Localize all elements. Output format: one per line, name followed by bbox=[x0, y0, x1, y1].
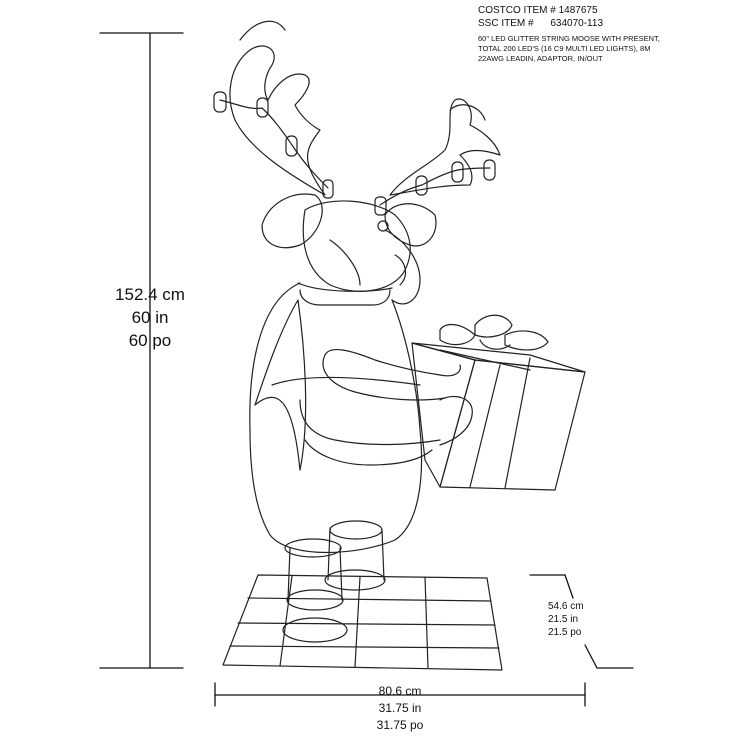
description-line: 60" LED GLITTER STRING MOOSE WITH PRESEN… bbox=[478, 34, 660, 43]
width-french: 31.75 po bbox=[376, 718, 424, 732]
width-label: 80.6 cm 31.75 in 31.75 po bbox=[340, 683, 460, 734]
depth-metric: 54.6 cm bbox=[548, 601, 584, 612]
ssc-item-label: SSC ITEM # bbox=[478, 18, 534, 29]
depth-dimension-line bbox=[529, 574, 634, 669]
moose-arms bbox=[299, 348, 473, 466]
moose-legs bbox=[282, 520, 386, 643]
light-bulb bbox=[256, 97, 269, 118]
height-imperial: 60 in bbox=[131, 308, 169, 327]
width-metric: 80.6 cm bbox=[378, 684, 422, 698]
costco-item-line: COSTCO ITEM # 1487675 bbox=[478, 6, 598, 16]
costco-item-number: # 1487675 bbox=[550, 5, 598, 16]
depth-label: 54.6 cm 21.5 in 21.5 po bbox=[548, 600, 584, 639]
light-bulb bbox=[374, 196, 387, 216]
moose-head bbox=[261, 193, 437, 305]
light-bulb bbox=[415, 175, 428, 196]
depth-imperial: 21.5 in bbox=[548, 614, 579, 625]
light-bulb bbox=[322, 179, 334, 199]
antler-string-lights bbox=[213, 91, 496, 216]
light-bulb bbox=[483, 159, 496, 181]
depth-french: 21.5 po bbox=[548, 627, 582, 638]
light-bulb bbox=[285, 135, 298, 157]
description-line: TOTAL 200 LED'S (16 C9 MULTI LED LIGHTS)… bbox=[478, 44, 651, 53]
gift-bow bbox=[439, 314, 549, 351]
moose-antlers bbox=[229, 20, 501, 196]
height-metric: 152.4 cm bbox=[115, 285, 185, 304]
light-bulb bbox=[213, 91, 227, 113]
product-description: 60" LED GLITTER STRING MOOSE WITH PRESEN… bbox=[478, 34, 660, 64]
light-bulb bbox=[451, 161, 464, 183]
moose-body bbox=[249, 282, 423, 554]
height-label: 152.4 cm 60 in 60 po bbox=[100, 283, 200, 352]
ssc-item-line: SSC ITEM # 634070-113 bbox=[478, 19, 603, 29]
ssc-item-number: 634070-113 bbox=[550, 18, 604, 29]
width-dimension-line bbox=[214, 682, 586, 707]
costco-item-label: COSTCO ITEM bbox=[478, 5, 548, 16]
gift-box bbox=[411, 342, 586, 491]
description-line: 22AWG LEADIN, ADAPTOR, IN/OUT bbox=[478, 54, 603, 63]
height-french: 60 po bbox=[128, 331, 172, 350]
height-dimension-line bbox=[99, 32, 184, 669]
width-imperial: 31.75 in bbox=[378, 701, 422, 715]
